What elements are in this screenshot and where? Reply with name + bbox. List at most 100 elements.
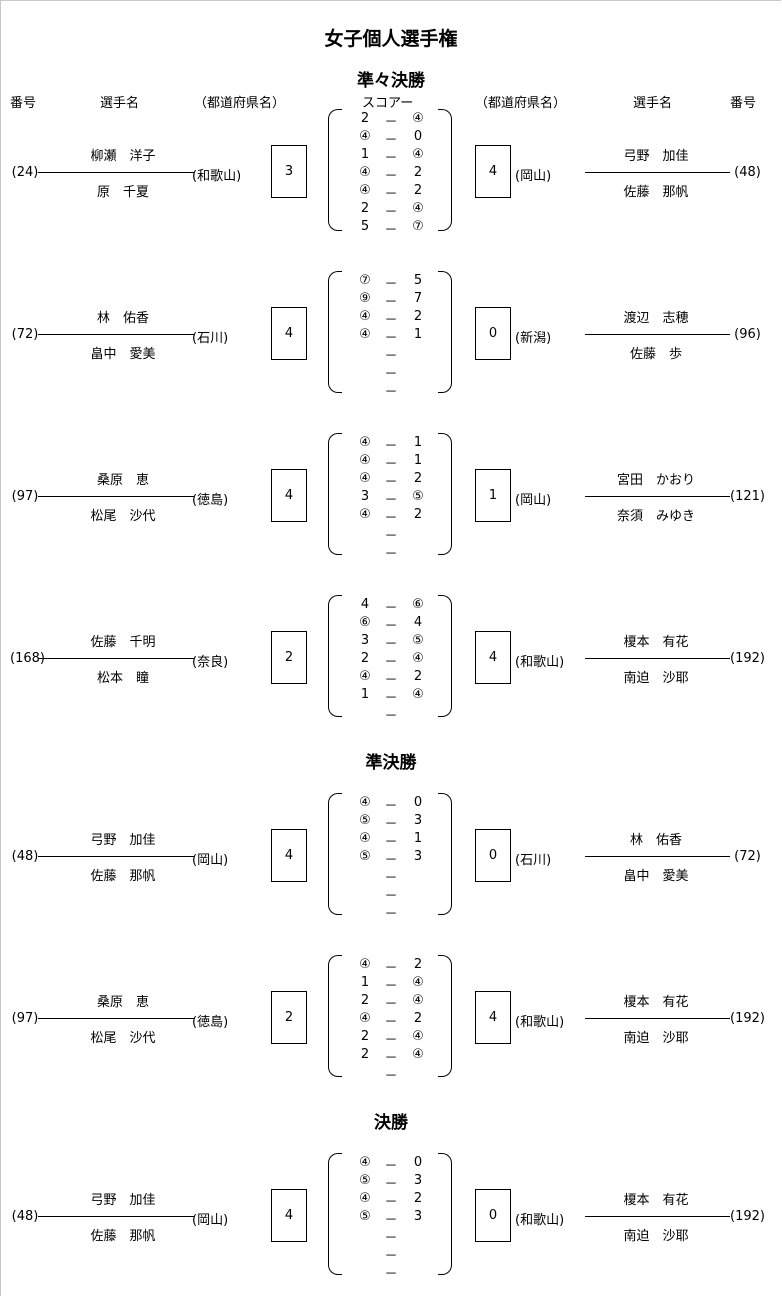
game-score-dash: －: [384, 1195, 398, 1210]
game-score-row: ④－2: [350, 957, 432, 976]
game-score-row: －: [350, 543, 432, 562]
game-score-right: ⑤: [412, 633, 424, 648]
game-score-left: 5: [360, 219, 370, 234]
pair-line-right: [585, 1216, 730, 1217]
pair-line-right: [585, 658, 730, 659]
player-name-right-1: 榎本 有花: [623, 1193, 689, 1208]
player-name-left-2: 佐藤 那帆: [90, 1229, 156, 1244]
game-score-right: 3: [413, 1173, 423, 1188]
game-score-row: 1 － ④: [350, 687, 432, 706]
game-score-dash: －: [384, 277, 398, 292]
game-score-row: 2－④: [350, 1029, 432, 1048]
player-name-left-1: 佐藤 千明: [90, 635, 156, 650]
game-score-left: ④: [359, 669, 371, 684]
prefecture-left: (徳島): [192, 1015, 229, 1030]
player-name-left-1: 柳瀬 洋子: [90, 149, 156, 164]
game-score-right: 1: [413, 435, 423, 450]
player-number-left: (97): [11, 489, 39, 504]
game-score-dash: －: [384, 385, 398, 400]
game-score-right: 1: [413, 831, 423, 846]
game-score-row: －: [350, 867, 432, 886]
game-score-dash: －: [384, 1069, 398, 1084]
game-score-right: ④: [412, 687, 424, 702]
score-bracket-right: [438, 1153, 452, 1275]
game-score-dash: －: [384, 439, 398, 454]
game-score-dash: －: [384, 871, 398, 886]
player-number-left: (72): [11, 327, 39, 342]
game-score-row: ⑤－3: [350, 1173, 432, 1192]
set-score-left: 4: [271, 829, 307, 882]
prefecture-right: (新潟): [515, 331, 552, 346]
game-score-dash: －: [384, 997, 398, 1012]
set-score-left: 2: [271, 991, 307, 1044]
game-score-left: 1: [360, 687, 370, 702]
prefecture-left: (奈良): [192, 655, 229, 670]
prefecture-right: (岡山): [515, 493, 552, 508]
game-score-dash: －: [384, 1033, 398, 1048]
game-score-row: ④－1: [350, 327, 432, 346]
game-score-left: ④: [359, 1011, 371, 1026]
game-score-left: ④: [359, 831, 371, 846]
game-score-right: 2: [413, 669, 423, 684]
player-number-right: (192): [730, 1011, 765, 1026]
game-score-right: 2: [413, 183, 423, 198]
game-score-right: ⑤: [412, 489, 424, 504]
player-name-left-1: 弓野 加佳: [90, 833, 156, 848]
score-bracket-right: [438, 109, 452, 231]
game-score-left: ⑥: [359, 615, 371, 630]
game-score-row: ④－2: [350, 669, 432, 688]
game-score-dash: －: [384, 979, 398, 994]
game-score-dash: －: [384, 1249, 398, 1264]
game-score-right: ④: [412, 111, 424, 126]
score-bracket-left: [328, 271, 342, 393]
prefecture-right: (和歌山): [515, 655, 565, 670]
game-score-left: ⑨: [359, 291, 371, 306]
game-score-dash: －: [384, 547, 398, 562]
game-score-dash: －: [384, 1267, 398, 1282]
game-score-dash: －: [384, 601, 398, 616]
set-score-right: 4: [475, 991, 511, 1044]
set-score-left: 4: [271, 307, 307, 360]
game-score-dash: －: [384, 619, 398, 634]
game-score-left: ④: [359, 327, 371, 342]
game-score-row: 5－⑦: [350, 219, 432, 238]
game-score-row: ⑨－7: [350, 291, 432, 310]
score-bracket-left: [328, 433, 342, 555]
game-score-dash: －: [384, 457, 398, 472]
player-number-right: (121): [730, 489, 765, 504]
score-bracket-right: [438, 271, 452, 393]
game-score-left: 3: [360, 633, 370, 648]
game-score-dash: －: [384, 1231, 398, 1246]
player-name-left-2: 畠中 愛美: [90, 347, 156, 362]
game-score-left: 2: [360, 651, 370, 666]
pair-line-left: [38, 1216, 194, 1217]
game-score-left: ④: [359, 1191, 371, 1206]
player-number-left: (97): [11, 1011, 39, 1026]
game-score-dash: －: [384, 1159, 398, 1174]
game-score-dash: －: [384, 1015, 398, 1030]
game-score-left: ④: [359, 435, 371, 450]
set-score-right: 1: [475, 469, 511, 522]
game-score-row: ④－0: [350, 129, 432, 148]
player-name-right-1: 林 佑香: [629, 833, 682, 848]
player-name-left-2: 佐藤 那帆: [90, 869, 156, 884]
player-number-left: (48): [11, 1209, 39, 1224]
game-score-dash: －: [384, 151, 398, 166]
game-score-right: 2: [413, 165, 423, 180]
game-score-row: ④－0: [350, 1155, 432, 1174]
game-score-right: 7: [413, 291, 423, 306]
section-title-semifinal: 準決勝: [365, 753, 417, 773]
game-score-left: ⑤: [359, 1209, 371, 1224]
game-score-left: ⑦: [359, 273, 371, 288]
game-score-dash: －: [384, 475, 398, 490]
pair-line-right: [585, 334, 730, 335]
game-score-left: 2: [360, 1029, 370, 1044]
game-score-dash: －: [384, 691, 398, 706]
game-score-right: ④: [412, 993, 424, 1008]
game-score-row: －: [350, 525, 432, 544]
